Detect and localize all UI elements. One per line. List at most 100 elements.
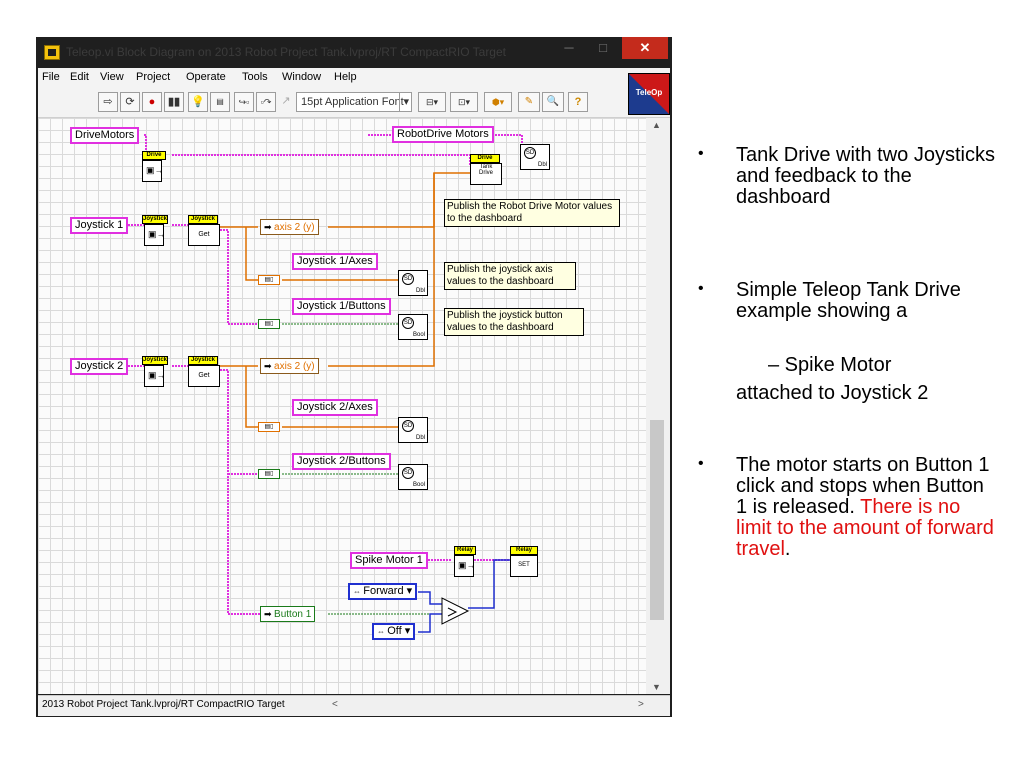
joy1-open-tag: Joystick: [142, 215, 168, 224]
pause-icon[interactable]: ▮▮: [164, 92, 184, 112]
scroll-thumb[interactable]: [650, 420, 664, 620]
joy2-get-node[interactable]: Get: [188, 365, 220, 387]
bullet-dot: •: [698, 455, 704, 472]
project-target-label[interactable]: 2013 Robot Project Tank.lvproj/RT Compac…: [42, 699, 285, 710]
align-icon[interactable]: ⊟▾: [418, 92, 446, 112]
tank-drive-label: Drive: [478, 170, 493, 176]
distribute-icon[interactable]: ⊡▾: [450, 92, 478, 112]
tankdrive-node-tag: Drive: [470, 154, 500, 163]
relay-set-node[interactable]: SET: [510, 555, 538, 577]
drivemotors-control[interactable]: DriveMotors: [70, 127, 140, 144]
cluster-to-array-joy2-buttons[interactable]: ▤▯: [258, 469, 280, 479]
bullet-3-period: .: [784, 538, 791, 560]
forward-enum-constant[interactable]: ⇔ Forward ▾: [348, 583, 418, 600]
sd-icon: SD: [402, 420, 414, 432]
off-enum-constant[interactable]: ⇔ Off ▾: [372, 623, 416, 640]
note-publish-button: Publish the joystick button values to th…: [444, 308, 584, 336]
step-into-icon[interactable]: ↪▫: [234, 92, 254, 112]
unbundle-axis-joy2-label: axis 2 (y): [274, 361, 315, 372]
bullet-dot: •: [698, 280, 704, 297]
zoom-icon[interactable]: 🔍: [542, 92, 564, 112]
cluster-to-array-joy2-axes[interactable]: ▤▯: [258, 422, 280, 432]
wire-button1-to-select: [328, 606, 443, 615]
menu-edit[interactable]: Edit: [70, 71, 89, 83]
help-icon[interactable]: ?: [568, 92, 588, 112]
maximize-button[interactable]: □: [599, 40, 607, 55]
scroll-up-icon[interactable]: ▲: [652, 120, 661, 130]
minimize-button[interactable]: ─: [564, 40, 574, 55]
vertical-scrollbar[interactable]: ▲ ▼: [646, 118, 670, 694]
enum-arrow-icon: ⇔: [377, 627, 388, 636]
drive-refnum-node[interactable]: ▣→: [142, 160, 164, 182]
scroll-down-icon[interactable]: ▼: [652, 682, 661, 692]
wire-select-to-relay: [468, 559, 512, 609]
joy2-get-tag: Joystick: [188, 356, 218, 365]
sd-type-bool: Bool: [412, 332, 425, 338]
font-dropdown[interactable]: 15pt Application Font▾: [296, 92, 412, 112]
menu-bar: File Edit View Project Operate Tools Win…: [38, 68, 670, 88]
sd-icon: SD: [402, 467, 414, 479]
joy2-refnum-node[interactable]: ▣→: [144, 365, 166, 387]
abort-icon[interactable]: ●: [142, 92, 162, 112]
robotdrive-motors-control[interactable]: RobotDrive Motors: [392, 126, 494, 143]
joystick1-control[interactable]: Joystick 1: [70, 217, 129, 234]
relay-refnum-node[interactable]: ▣→: [454, 555, 476, 577]
unbundle-axis-joy2[interactable]: ➡ axis 2 (y): [260, 358, 319, 374]
joystick2-control[interactable]: Joystick 2: [70, 358, 129, 375]
menu-help[interactable]: Help: [334, 71, 357, 83]
sd-put-joy1-buttons[interactable]: SD Bool: [398, 314, 428, 340]
unbundle-axis-joy1-label: axis 2 (y): [274, 222, 315, 233]
joy1-get-node[interactable]: Get: [188, 224, 220, 246]
window-title: Teleop.vi Block Diagram on 2013 Robot Pr…: [66, 45, 506, 59]
cluster-to-array-joy1-axes[interactable]: ▤▯: [258, 275, 280, 285]
run-continuously-icon[interactable]: ⟳: [120, 92, 140, 112]
run-arrow-icon[interactable]: ⇨: [98, 92, 118, 112]
sd-icon: SD: [402, 273, 414, 285]
menu-project[interactable]: Project: [136, 71, 171, 83]
sd-icon: SD: [402, 317, 414, 329]
joy2-buttons-control[interactable]: Joystick 2/Buttons: [292, 453, 391, 470]
tank-drive-node[interactable]: Tank Drive: [470, 163, 502, 185]
joy1-buttons-control[interactable]: Joystick 1/Buttons: [292, 298, 391, 315]
sd-type-dbl: Dbl: [415, 435, 425, 441]
reorder-icon[interactable]: ⬢▾: [484, 92, 512, 112]
sd-type-dbl: Dbl: [537, 162, 547, 168]
labview-window: Teleop.vi Block Diagram on 2013 Robot Pr…: [36, 37, 672, 717]
block-diagram-canvas[interactable]: DriveMotors RobotDrive Motors Joystick 1…: [38, 118, 646, 694]
retain-wire-values-icon[interactable]: ▤: [210, 92, 230, 112]
close-button[interactable]: ✕: [622, 37, 668, 59]
wire-forward-to-select: [418, 591, 442, 605]
joy2-axes-control[interactable]: Joystick 2/Axes: [292, 399, 378, 416]
scroll-left-icon[interactable]: <: [332, 699, 338, 710]
cleanup-icon[interactable]: ✎: [518, 92, 540, 112]
cluster-to-array-joy1-buttons[interactable]: ▤▯: [258, 319, 280, 329]
forward-enum-label: Forward: [363, 585, 404, 597]
refnum-icon: ▣→: [148, 229, 166, 239]
joy1-axes-control[interactable]: Joystick 1/Axes: [292, 253, 378, 270]
step-out-icon[interactable]: ↗: [281, 95, 291, 107]
bullet-2-tail: attached to Joystick 2: [736, 382, 929, 404]
menu-tools[interactable]: Tools: [242, 71, 268, 83]
menu-operate[interactable]: Operate: [186, 71, 226, 83]
wire-joy2-buttons: [220, 369, 262, 615]
menu-view[interactable]: View: [100, 71, 124, 83]
unbundle-axis-joy1[interactable]: ➡ axis 2 (y): [260, 219, 319, 235]
wire-joy1-axes-idx: [245, 227, 258, 281]
step-over-icon[interactable]: ▫↷: [256, 92, 276, 112]
menu-file[interactable]: File: [42, 71, 60, 83]
joy1-refnum-node[interactable]: ▣→: [144, 224, 166, 246]
menu-window[interactable]: Window: [282, 71, 322, 83]
spike-motor-control[interactable]: Spike Motor 1: [350, 552, 428, 569]
scroll-right-icon[interactable]: >: [638, 699, 644, 710]
highlight-execution-icon[interactable]: 💡: [188, 92, 208, 112]
title-bar[interactable]: Teleop.vi Block Diagram on 2013 Robot Pr…: [36, 37, 672, 67]
unbundle-button1[interactable]: ➡ Button 1: [260, 606, 316, 622]
bullet-2-subitem: – Spike Motor: [768, 354, 892, 376]
sd-icon: SD: [524, 147, 536, 159]
joy2-open-tag: Joystick: [142, 356, 168, 365]
bullet-2-text: Simple Teleop Tank Drive example showing…: [736, 279, 961, 322]
